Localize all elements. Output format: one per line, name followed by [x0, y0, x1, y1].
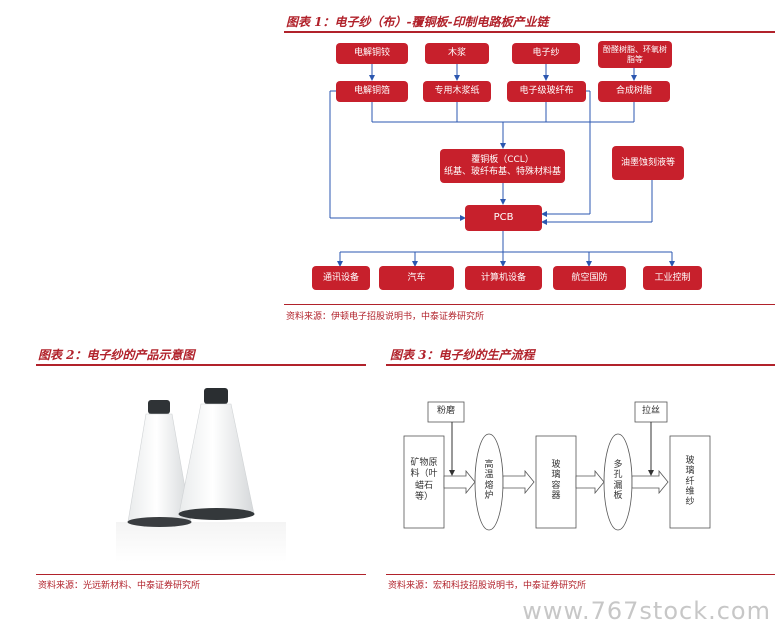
fig2-source: 资料来源：光远新材料、中泰证券研究所	[38, 581, 201, 591]
fig1-title: 图表 1：电子纱（布）-覆铜板-印制电路板产业链	[286, 15, 549, 29]
fig1-title-rule	[284, 31, 775, 33]
box-app-telecom: 通讯设备	[312, 266, 370, 290]
flow-bushing: 多孔漏板	[613, 460, 623, 502]
box-raw-yarn: 电子纱	[512, 43, 580, 64]
box-app-auto: 汽车	[379, 266, 454, 290]
box-mid-resin: 合成树脂	[598, 81, 670, 102]
box-raw-copper: 电解铜铰	[336, 43, 408, 64]
flow-furnace: 高温熔炉	[484, 460, 494, 502]
fig3-title: 图表 3：电子纱的生产流程	[390, 348, 535, 362]
box-etching: 油墨蚀刻液等	[612, 146, 684, 180]
box-mid-copper-foil: 电解铜箔	[336, 81, 408, 102]
flow-glass-vessel: 玻璃容器	[551, 460, 561, 502]
box-mid-pulp-paper: 专用木浆纸	[423, 81, 491, 102]
fig3-flow-diagram	[403, 401, 711, 531]
box-mid-glass-cloth: 电子级玻纤布	[507, 81, 586, 102]
fig3-title-rule	[386, 364, 775, 366]
box-raw-resin: 酚醛树脂、环氧树 脂等	[598, 41, 672, 68]
flow-drawing: 拉丝	[641, 406, 660, 416]
box-raw-pulp: 木浆	[425, 43, 489, 64]
box-app-industrial: 工业控制	[643, 266, 702, 290]
fig3-bottom-rule	[386, 574, 775, 575]
box-pcb: PCB	[465, 205, 542, 231]
flow-yarn: 玻璃纤维纱	[685, 456, 695, 508]
box-app-computer: 计算机设备	[465, 266, 542, 290]
fig1-bottom-rule	[284, 304, 775, 305]
fig3-source: 资料来源：宏和科技招股说明书，中泰证券研究所	[388, 581, 587, 591]
fig2-title-rule	[36, 364, 366, 366]
fig1-source: 资料来源：伊顿电子招股说明书，中泰证券研究所	[286, 312, 485, 322]
yarn-bobbins-image	[116, 388, 286, 562]
flow-ore: 矿物原 料（叶 蜡石 等）	[410, 458, 438, 502]
fig2-bottom-rule	[36, 574, 366, 575]
box-ccl: 覆铜板（CCL） 纸基、玻纤布基、特殊材料基	[440, 149, 565, 183]
box-app-aerospace: 航空国防	[553, 266, 626, 290]
fig2-title: 图表 2：电子纱的产品示意图	[38, 348, 195, 362]
flow-powder: 粉磨	[436, 406, 455, 416]
watermark: www.767stock.com	[522, 597, 771, 625]
